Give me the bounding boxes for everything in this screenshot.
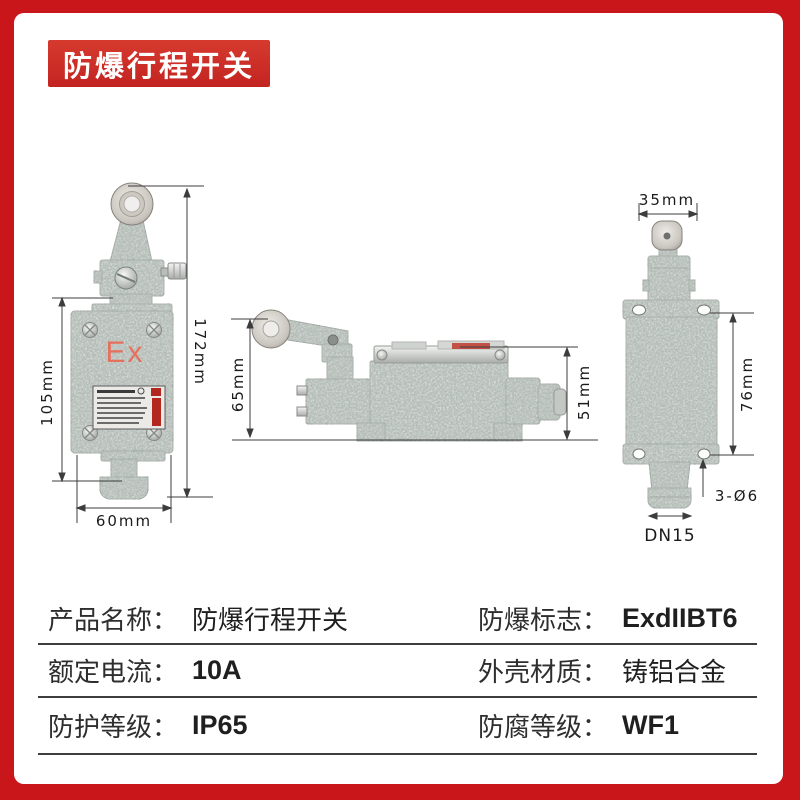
spec-cell-product-name: 产品名称： 防爆行程开关 xyxy=(48,593,348,643)
spec-cell-rated-current: 额定电流： 10A xyxy=(48,645,242,696)
head-bolts xyxy=(296,385,308,417)
mounting-holes xyxy=(632,304,711,460)
spec-label: 防爆标志： xyxy=(478,604,609,635)
spec-row-1: 产品名称： 防爆行程开关 防爆标志： ExdIIBT6 xyxy=(38,593,757,645)
spec-label: 产品名称： xyxy=(48,604,179,635)
spec-table: 产品名称： 防爆行程开关 防爆标志： ExdIIBT6 额定电流： 10A 外壳… xyxy=(38,593,757,755)
dim-label-body-height: 105mm xyxy=(38,358,56,426)
back-view-device xyxy=(622,203,754,520)
side-bolt xyxy=(160,262,187,280)
side-lid xyxy=(373,340,509,364)
spec-row-3: 防护等级： IP65 防腐等级： WF1 xyxy=(38,698,757,755)
side-dimension-lines xyxy=(231,318,598,441)
ex-marking: Ex xyxy=(105,336,145,369)
lever-hole xyxy=(327,334,339,346)
spec-value: ExdIIBT6 xyxy=(622,602,738,633)
spec-cell-shell-material: 外壳材质： 铸铝合金 xyxy=(478,645,726,696)
spec-cell-anticorrosion-grade: 防腐等级： WF1 xyxy=(478,698,679,753)
front-dimension-lines xyxy=(52,185,213,523)
spec-value: WF1 xyxy=(622,710,680,740)
roller-side xyxy=(251,309,291,349)
spec-value: 10A xyxy=(192,655,242,685)
dim-label-mount-holes: 3-Ø6 xyxy=(714,487,760,505)
spec-value: IP65 xyxy=(192,710,248,740)
nameplate xyxy=(92,385,166,430)
back-dimension-lines xyxy=(637,203,754,520)
dim-label-lever-height: 65mm xyxy=(229,355,247,413)
spec-label: 防护等级： xyxy=(48,712,179,742)
product-views-drawing xyxy=(52,182,754,523)
front-view-device xyxy=(52,182,213,523)
dim-label-total-height: 172mm xyxy=(191,318,209,386)
spec-value: 防爆行程开关 xyxy=(192,604,349,635)
dim-label-hole-spacing: 76mm xyxy=(738,355,756,413)
side-view-device xyxy=(231,309,598,442)
spec-row-2: 额定电流： 10A 外壳材质： 铸铝合金 xyxy=(38,645,757,698)
page-title: 防爆行程开关 xyxy=(62,50,255,83)
dim-label-thread: DN15 xyxy=(644,526,696,546)
spec-label: 额定电流： xyxy=(48,657,179,687)
spec-cell-ex-mark: 防爆标志： ExdIIBT6 xyxy=(478,593,738,643)
pivot-screw xyxy=(114,266,138,290)
roller-back xyxy=(651,220,683,251)
dim-label-side-body-height: 51mm xyxy=(575,363,593,421)
spec-cell-protection-grade: 防护等级： IP65 xyxy=(48,698,248,753)
roller-front xyxy=(110,182,154,226)
spec-label: 外壳材质： xyxy=(478,657,609,687)
title-badge: 防爆行程开关 xyxy=(48,40,270,87)
gland-tip xyxy=(553,388,567,416)
spec-label: 防腐等级： xyxy=(478,712,609,742)
dim-label-top-width: 35mm xyxy=(638,191,696,209)
spec-value: 铸铝合金 xyxy=(622,657,727,687)
dim-label-width: 60mm xyxy=(95,512,153,530)
lid-red-label xyxy=(452,343,490,349)
